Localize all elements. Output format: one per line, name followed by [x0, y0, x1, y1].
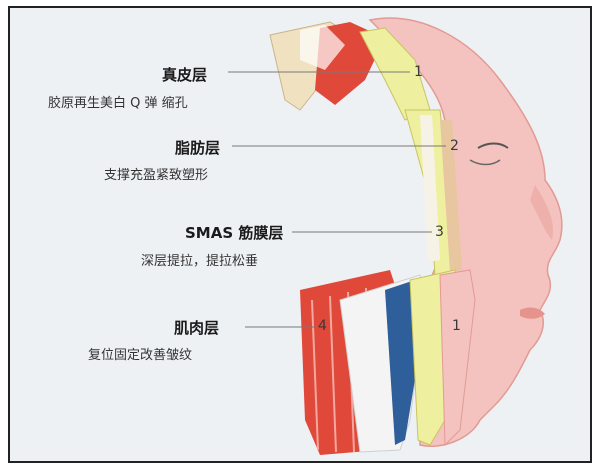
middle-white-band [420, 115, 440, 262]
layer-label-smas: SMAS 筋膜层 [185, 224, 284, 242]
left-border [8, 6, 10, 463]
face-marker-1: 1 [452, 318, 461, 334]
top-border [8, 6, 592, 8]
bottom-border [8, 461, 592, 463]
layer-desc-dermis: 胶原再生美白 Q 弹 缩孔 [48, 96, 188, 111]
layer-marker-4: 4 [318, 318, 327, 334]
upper-white-strip [300, 25, 345, 70]
eye-lash [469, 159, 501, 166]
layer-label-muscle: 肌肉层 [174, 319, 220, 337]
lower-skin-layer [439, 269, 476, 447]
layer-desc-smas: 深层提拉，提拉松垂 [141, 254, 259, 269]
layer-label-dermis: 真皮层 [162, 66, 208, 84]
layer-marker-2: 2 [450, 138, 459, 154]
middle-edge-band [440, 120, 462, 272]
layer-label-fat: 脂肪层 [175, 139, 221, 157]
nose-shading [530, 185, 554, 240]
layer-marker-1: 1 [414, 64, 423, 80]
layer-desc-muscle: 复位固定改善皱纹 [88, 348, 193, 363]
lower-muscle-stripes [311, 287, 371, 453]
layer-desc-fat: 支撑充盈紧致塑形 [104, 168, 209, 183]
eyebrow [477, 142, 509, 149]
lips [520, 307, 545, 319]
right-border [590, 6, 592, 463]
layer-marker-3: 3 [435, 224, 444, 240]
